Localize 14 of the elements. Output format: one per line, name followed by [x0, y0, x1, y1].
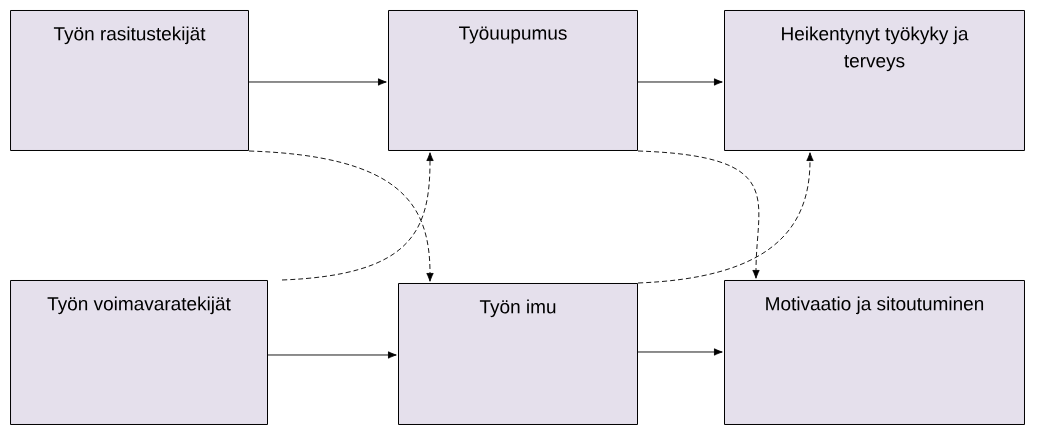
dashed-arrow — [637, 152, 814, 284]
process-box: Motivaatio ja sitoutuminen — [724, 280, 1025, 425]
process-box: Työuupumus — [388, 10, 638, 151]
arrow — [637, 348, 723, 356]
dashed-arrow — [281, 152, 434, 281]
arrow — [267, 351, 397, 359]
process-box: Työn voimavaratekijät — [10, 280, 268, 425]
arrow — [248, 78, 387, 86]
dashed-arrow — [248, 150, 434, 282]
dashed-arrow — [637, 150, 760, 279]
process-box: Heikentynyt työkyky ja terveys — [724, 10, 1025, 151]
arrow — [637, 78, 723, 86]
process-box: Työn imu — [398, 283, 638, 425]
process-box: Työn rasitustekijät — [10, 10, 249, 151]
